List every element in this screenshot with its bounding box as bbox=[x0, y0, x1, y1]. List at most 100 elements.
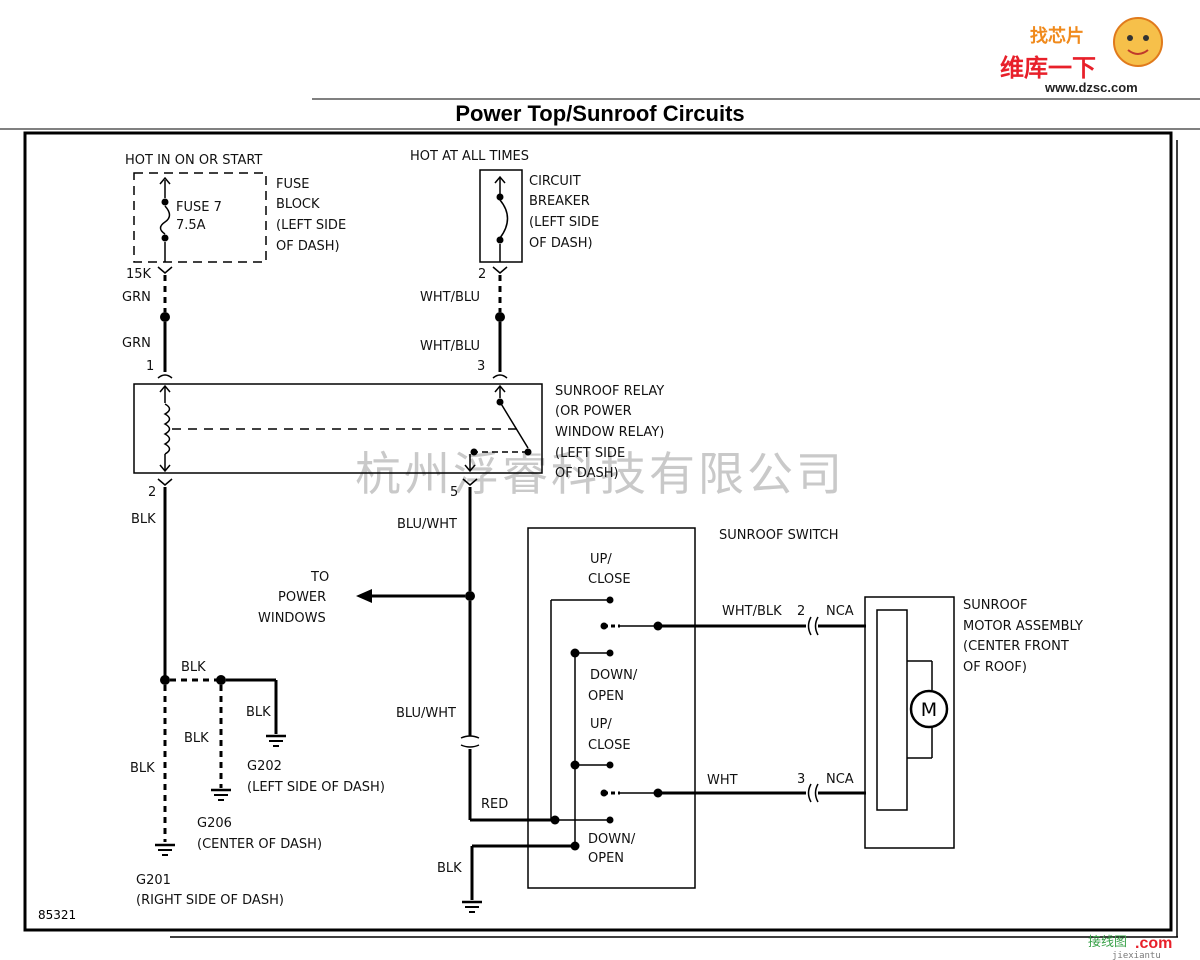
wire-label-blk-switch: BLK bbox=[437, 861, 462, 876]
wire-label-wht: WHT bbox=[707, 773, 738, 788]
wire-label-blk-branch: BLK bbox=[181, 660, 206, 675]
ground-g206-symbol bbox=[211, 788, 231, 801]
footer-domain: .com bbox=[1135, 935, 1172, 952]
fuse-element bbox=[159, 205, 171, 235]
wire-label-whtblu-bottom: WHT/BLU bbox=[420, 339, 480, 354]
figure-number: 85321 bbox=[38, 908, 76, 922]
wire-label-blk-g206: BLK bbox=[184, 731, 209, 746]
switch-down-open-2b: OPEN bbox=[588, 851, 624, 866]
switch-down-open-1b: OPEN bbox=[588, 689, 624, 704]
motor-pin-3: 3 bbox=[797, 772, 805, 787]
switch-down-open-1a: DOWN/ bbox=[590, 668, 638, 683]
motor-desc-3: (CENTER FRONT bbox=[963, 639, 1069, 654]
connector-bluwht-b bbox=[460, 744, 480, 748]
watermark: 杭州浮睿科技有限公司 bbox=[355, 447, 845, 501]
fuse-hot-label: HOT IN ON OR START bbox=[125, 153, 262, 168]
wire-label-bluwht-top: BLU/WHT bbox=[397, 517, 457, 532]
ground-g202-location: (LEFT SIDE OF DASH) bbox=[247, 780, 385, 795]
breaker-desc-1: CIRCUIT bbox=[529, 174, 581, 189]
footer-logo: 接线图 .com jiexiantu bbox=[1088, 934, 1172, 960]
fuse-block-outline bbox=[133, 172, 267, 263]
motor-symbol-label: M bbox=[921, 699, 937, 721]
relay-desc-2: (OR POWER bbox=[555, 404, 632, 419]
ground-g201-location: (RIGHT SIDE OF DASH) bbox=[136, 893, 284, 908]
fuse-rating: 7.5A bbox=[176, 218, 206, 233]
relay-coil bbox=[163, 403, 171, 455]
wire-label-red: RED bbox=[481, 797, 508, 812]
arrow-to-power-windows bbox=[356, 589, 372, 603]
ground-g202-symbol bbox=[266, 734, 286, 747]
ground-g201-name: G201 bbox=[136, 873, 171, 888]
splice-blk-2 bbox=[216, 675, 226, 685]
ground-g201-symbol bbox=[155, 843, 175, 856]
logo-line1: 找芯片 bbox=[1030, 25, 1084, 47]
splice-bluwht bbox=[465, 591, 475, 601]
connector-nca-bottom bbox=[807, 783, 866, 803]
relay-pin-5: 5 bbox=[450, 485, 458, 500]
fuse-pin-connector bbox=[157, 266, 173, 274]
splice-grn bbox=[160, 312, 170, 322]
fuse-name: FUSE 7 bbox=[176, 200, 222, 215]
wire-label-blk-g202: BLK bbox=[246, 705, 271, 720]
wire-label-grn-top: GRN bbox=[122, 290, 151, 305]
relay-desc-5: OF DASH) bbox=[555, 466, 619, 481]
wire-label-whtblu-top: WHT/BLU bbox=[420, 290, 480, 305]
relay-desc-1: SUNROOF RELAY bbox=[555, 384, 664, 399]
page-title: Power Top/Sunroof Circuits bbox=[455, 101, 744, 126]
fuse-block-desc-1: FUSE bbox=[276, 177, 309, 192]
wire-label-wht-blk: WHT/BLK bbox=[722, 604, 782, 619]
motor-inner-outline bbox=[876, 609, 908, 811]
fuse-arrow bbox=[159, 176, 171, 185]
relay-pin-1: 1 bbox=[146, 359, 154, 374]
fuse-block-desc-2: BLOCK bbox=[276, 197, 320, 212]
breaker-pin: 2 bbox=[478, 267, 486, 282]
sunroof-motor-assembly: M SUNROOF MOTOR ASSEMBLY (CENTER FRONT O… bbox=[864, 596, 1083, 849]
relay-pin-2: 2 bbox=[148, 485, 156, 500]
breaker-element bbox=[499, 199, 509, 239]
diagram-frame bbox=[23, 131, 1173, 932]
dzsc-logo: 找芯片 维库一下 www.dzsc.com bbox=[1000, 17, 1163, 95]
switch-outline bbox=[527, 527, 696, 889]
ground-g202-name: G202 bbox=[247, 759, 282, 774]
switch-up-close-1b: CLOSE bbox=[588, 572, 631, 587]
breaker-pin-connector bbox=[492, 266, 508, 274]
relay-pin-3: 3 bbox=[477, 359, 485, 374]
splice-blk bbox=[160, 675, 170, 685]
circuit-breaker: HOT AT ALL TIMES CIRCUIT BREAKER (LEFT S… bbox=[410, 149, 599, 282]
switch-up-close-2b: CLOSE bbox=[588, 738, 631, 753]
fuse-pin: 15K bbox=[126, 267, 152, 282]
logo-line2: 维库一下 bbox=[1000, 54, 1096, 82]
breaker-outline bbox=[479, 169, 523, 263]
footer-sub: jiexiantu bbox=[1112, 951, 1161, 960]
breaker-hot-label: HOT AT ALL TIMES bbox=[410, 149, 529, 164]
relay-outline bbox=[133, 383, 543, 474]
ground-switch-symbol bbox=[462, 900, 482, 913]
breaker-desc-4: OF DASH) bbox=[529, 236, 593, 251]
motor-assembly-outline bbox=[864, 596, 955, 849]
ground-g206-location: (CENTER OF DASH) bbox=[197, 837, 322, 852]
fuse-block: HOT IN ON OR START FUSE 7 7.5A FUSE BLOC… bbox=[125, 153, 346, 282]
motor-desc-1: SUNROOF bbox=[963, 598, 1027, 613]
motor-symbol bbox=[909, 689, 949, 729]
switch-title: SUNROOF SWITCH bbox=[719, 528, 839, 543]
switch-up-close-1a: UP/ bbox=[590, 552, 612, 567]
connector-nca-top bbox=[807, 616, 866, 636]
wire-label-blk-g201: BLK bbox=[130, 761, 155, 776]
wire-label-blk-main: BLK bbox=[131, 512, 156, 527]
motor-conn-top: NCA bbox=[826, 604, 854, 619]
relay-contact bbox=[499, 401, 529, 449]
wire-label-grn-bottom: GRN bbox=[122, 336, 151, 351]
switch-up-close-2a: UP/ bbox=[590, 717, 612, 732]
to-power-windows-3: WINDOWS bbox=[258, 611, 326, 626]
relay-desc-4: (LEFT SIDE bbox=[555, 446, 625, 461]
breaker-desc-3: (LEFT SIDE bbox=[529, 215, 599, 230]
connector-bluwht-a bbox=[460, 735, 480, 739]
relay-desc-3: WINDOW RELAY) bbox=[555, 425, 664, 440]
motor-pin-2: 2 bbox=[797, 604, 805, 619]
motor-desc-4: OF ROOF) bbox=[963, 660, 1027, 675]
fuse-block-desc-4: OF DASH) bbox=[276, 239, 340, 254]
switch-down-open-2a: DOWN/ bbox=[588, 832, 636, 847]
to-power-windows-2: POWER bbox=[278, 590, 326, 605]
wire-label-bluwht-bottom: BLU/WHT bbox=[396, 706, 456, 721]
